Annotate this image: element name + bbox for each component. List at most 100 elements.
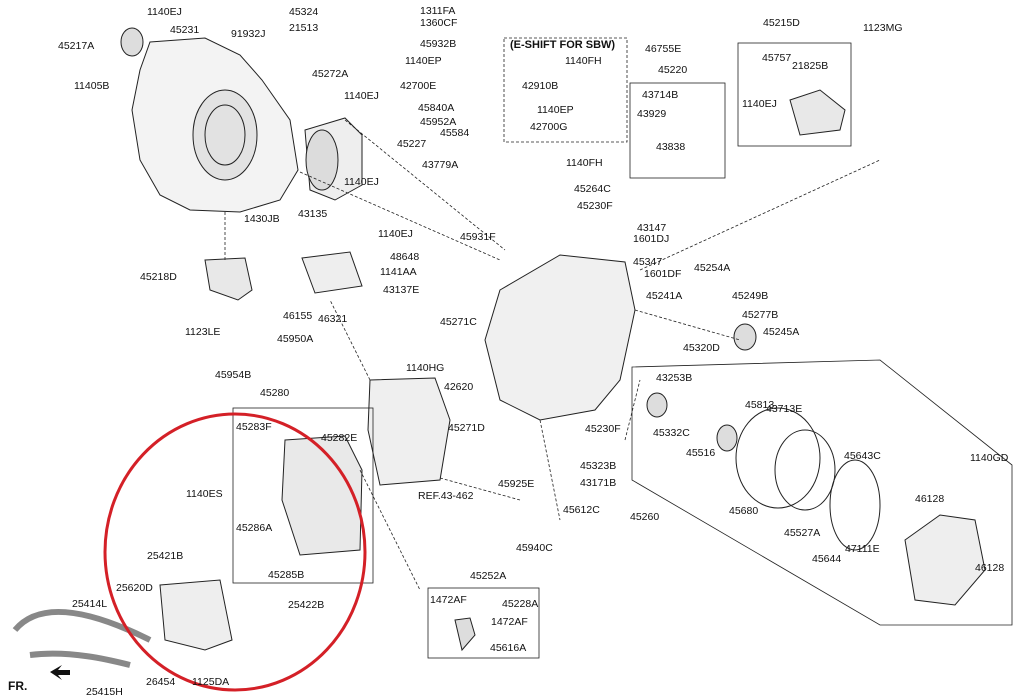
part-label: 25422B bbox=[288, 599, 325, 611]
part-label: 43714B bbox=[642, 89, 679, 101]
fr-arrow-icon bbox=[50, 665, 70, 680]
part-label: 45271D bbox=[448, 422, 485, 434]
part-label: 45249B bbox=[732, 290, 769, 302]
part-label: 45932B bbox=[420, 38, 457, 50]
seal-45245a bbox=[733, 323, 757, 351]
callout-box-45220 bbox=[629, 82, 726, 179]
part-label: 1123MG bbox=[863, 22, 903, 34]
part-label: 45272A bbox=[312, 68, 349, 80]
part-label: 45347 bbox=[633, 256, 663, 268]
part-label: 91932J bbox=[231, 28, 266, 40]
part-label: 45584 bbox=[440, 127, 470, 139]
part-label: 45228A bbox=[502, 598, 539, 610]
part-label: 1601DJ bbox=[633, 233, 670, 245]
part-label: 1140EJ bbox=[344, 90, 379, 102]
hose-25414l bbox=[12, 608, 152, 643]
part-label: 45245A bbox=[763, 326, 800, 338]
part-label: 46128 bbox=[975, 562, 1005, 574]
part-label: 45264C bbox=[574, 183, 611, 195]
part-label: 42700E bbox=[400, 80, 437, 92]
part-label: 45643C bbox=[844, 450, 881, 462]
part-label: 45252A bbox=[470, 570, 507, 582]
part-label: 1140FH bbox=[565, 55, 602, 67]
part-label: 45840A bbox=[418, 102, 455, 114]
part-label: 1140ES bbox=[186, 488, 223, 500]
part-label: 1140GD bbox=[970, 452, 1009, 464]
part-label: 45260 bbox=[630, 511, 660, 523]
part-label: 45324 bbox=[289, 6, 319, 18]
ring-43713e bbox=[735, 407, 821, 509]
part-label: 25421B bbox=[147, 550, 184, 562]
part-label: 1140EP bbox=[405, 55, 442, 67]
part-label: 11405B bbox=[74, 80, 110, 92]
part-label: 45940C bbox=[516, 542, 553, 554]
callout-box-45215d bbox=[737, 42, 852, 147]
part-label: 46155 bbox=[283, 310, 313, 322]
part-label: 45616A bbox=[490, 642, 527, 654]
part-label: 45925E bbox=[498, 478, 535, 490]
gear-43253b bbox=[646, 392, 668, 418]
part-label: 45218D bbox=[140, 271, 177, 283]
valve-body bbox=[367, 377, 451, 486]
part-label: 45680 bbox=[729, 505, 759, 517]
part-label: 45280 bbox=[260, 387, 290, 399]
part-label: 45217A bbox=[58, 40, 95, 52]
part-label: 21513 bbox=[289, 22, 319, 34]
part-label: 45282E bbox=[321, 432, 358, 444]
part-label: 45271C bbox=[440, 316, 477, 328]
bracket-45215d bbox=[789, 89, 846, 136]
part-label: 45757 bbox=[762, 52, 792, 64]
callout-box-45320d bbox=[631, 359, 1013, 626]
ring-45643c bbox=[829, 459, 881, 551]
part-label: 45283F bbox=[236, 421, 272, 433]
part-label: 1125DA bbox=[192, 676, 230, 688]
part-label: 45320D bbox=[683, 342, 720, 354]
part-label: 43713E bbox=[766, 403, 803, 415]
part-label: 45952A bbox=[420, 116, 457, 128]
seal-45217a bbox=[120, 27, 144, 57]
part-label: 43929 bbox=[637, 108, 667, 120]
part-label: 25415H bbox=[86, 686, 123, 698]
hose-25415h bbox=[29, 650, 131, 668]
part-label: 45332C bbox=[653, 427, 690, 439]
part-label: 46321 bbox=[318, 313, 348, 325]
part-label: 45612C bbox=[563, 504, 600, 516]
front-label: FR. bbox=[8, 679, 28, 693]
part-label: 42700G bbox=[530, 121, 568, 133]
part-label: 42910B bbox=[522, 80, 559, 92]
part-label: REF.43-462 bbox=[418, 490, 474, 502]
part-label: 1430JB bbox=[244, 213, 280, 225]
part-label: 43838 bbox=[656, 141, 686, 153]
part-label: 1360CF bbox=[420, 17, 458, 29]
part-label: 45950A bbox=[277, 333, 314, 345]
part-label: 45215D bbox=[763, 17, 800, 29]
filter-46321 bbox=[301, 251, 363, 294]
part-label: 45230F bbox=[585, 423, 621, 435]
part-label: 45241A bbox=[646, 290, 683, 302]
part-label: 46128 bbox=[915, 493, 945, 505]
part-label: 26454 bbox=[146, 676, 176, 688]
ring-45516 bbox=[716, 424, 738, 452]
oil-cooler-25620d bbox=[159, 579, 233, 651]
part-label: 43253B bbox=[656, 372, 693, 384]
part-label: 43135 bbox=[298, 208, 328, 220]
part-label: 1472AF bbox=[430, 594, 467, 606]
part-label: 45323B bbox=[580, 460, 617, 472]
part-label: 1140EP bbox=[537, 104, 574, 116]
part-label: 46755E bbox=[645, 43, 682, 55]
eshift-note: (E-SHIFT FOR SBW) bbox=[510, 39, 616, 51]
callout-box-eshift bbox=[503, 37, 628, 143]
transmission-case-center bbox=[484, 254, 636, 421]
part-label: 43779A bbox=[422, 159, 459, 171]
cover-47111e bbox=[904, 514, 986, 606]
bracket-45218d bbox=[204, 257, 253, 301]
part-label: 25620D bbox=[116, 582, 153, 594]
part-label: 1140EJ bbox=[742, 98, 777, 110]
part-label: 1472AF bbox=[491, 616, 528, 628]
part-label: 42620 bbox=[444, 381, 474, 393]
part-label: 45527A bbox=[784, 527, 821, 539]
part-label: 45277B bbox=[742, 309, 779, 321]
part-label: 43147 bbox=[637, 222, 667, 234]
part-label: 1140EJ bbox=[344, 176, 379, 188]
